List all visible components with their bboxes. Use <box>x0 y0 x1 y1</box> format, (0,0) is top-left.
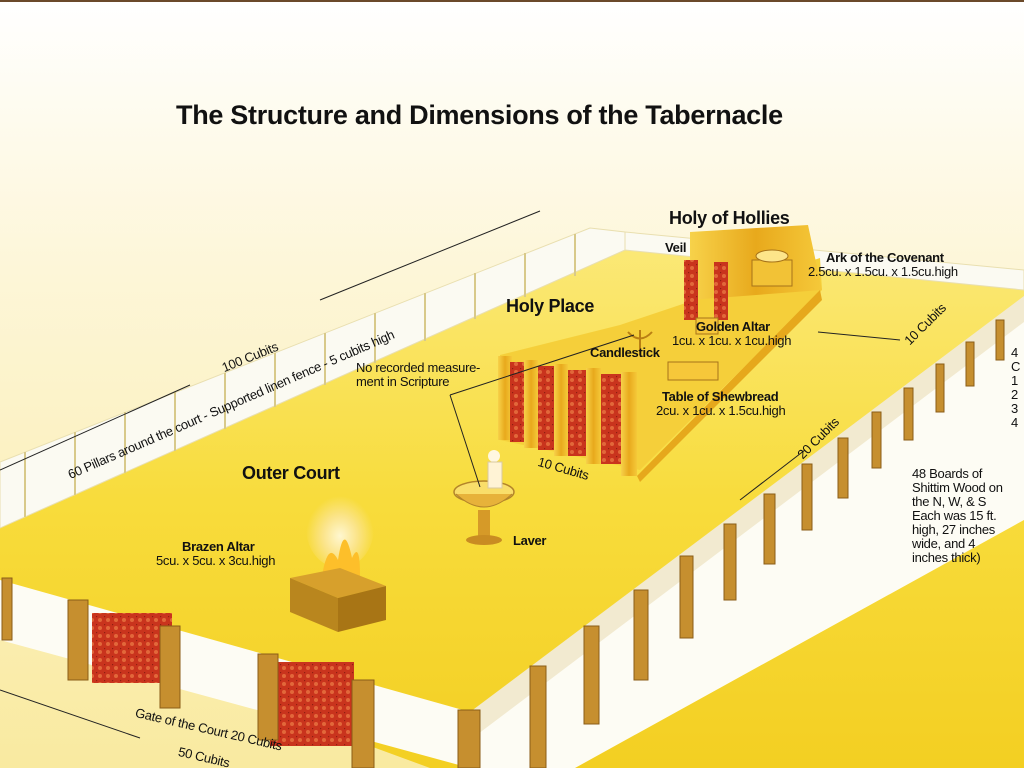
cutoff-line-5: 3 <box>1011 401 1018 416</box>
laver <box>453 450 515 545</box>
table-name: Table of Shewbread <box>662 389 779 404</box>
ark-of-covenant <box>751 249 793 287</box>
gate-curtain-left <box>92 613 172 683</box>
golden-altar-dims: 1cu. x 1cu. x 1cu.high <box>672 333 792 348</box>
front-pillars <box>1 577 481 768</box>
holy-place-label: Holy Place <box>506 296 595 316</box>
boards-line-2: Shittim Wood on <box>912 480 1003 495</box>
candlestick-label: Candlestick <box>590 345 660 360</box>
golden-altar-label: Golden Altar 1cu. x 1cu. x 1cu.high <box>672 320 791 348</box>
cutoff-line-6: 4 <box>1011 415 1018 430</box>
brazen-altar-dims: 5cu. x 5cu. x 3cu.high <box>156 553 276 568</box>
cutoff-line-1: 4 <box>1011 345 1018 360</box>
boards-line-4: Each was 15 ft. <box>912 508 997 523</box>
ark-dims: 2.5cu. x 1.5cu. x 1.5cu.high <box>808 264 958 279</box>
holy-of-holies-label: Holy of Hollies <box>669 208 790 228</box>
golden-altar <box>695 317 719 335</box>
laver-label: Laver <box>513 533 547 548</box>
outer-court-label: Outer Court <box>242 463 340 483</box>
boards-line-3: the N, W, & S <box>912 494 987 509</box>
candlestick <box>627 330 653 355</box>
gate-curtain-right <box>270 662 354 746</box>
cutoff-note: 4 C 1 2 3 4 <box>1011 346 1020 430</box>
boards-line-6: wide, and 4 <box>912 536 976 551</box>
brazen-altar-name: Brazen Altar <box>182 539 255 554</box>
cutoff-line-2: C <box>1011 359 1021 374</box>
boards-line-7: inches thick) <box>912 550 981 565</box>
brazen-altar <box>290 488 386 632</box>
cutoff-line-4: 2 <box>1011 387 1018 402</box>
fence-right-pillars <box>529 319 1005 768</box>
table-of-shewbread <box>667 361 719 381</box>
brazen-altar-label: Brazen Altar 5cu. x 5cu. x 3cu.high <box>156 540 275 568</box>
page-title: The Structure and Dimensions of the Tabe… <box>176 100 783 130</box>
dimension-lines <box>0 210 901 739</box>
veil-curtain-2 <box>714 262 728 320</box>
ark-label: Ark of the Covenant 2.5cu. x 1.5cu. x 1.… <box>808 251 958 279</box>
boards-line-1: 48 Boards of <box>912 466 983 481</box>
boards-line-5: high, 27 inches <box>912 522 995 537</box>
holy-place-pillars <box>498 356 637 476</box>
ark-name: Ark of the Covenant <box>826 250 944 265</box>
table-dims: 2cu. x 1cu. x 1.5cu.high <box>656 403 786 418</box>
veil-curtain-1 <box>684 260 698 320</box>
golden-altar-name: Golden Altar <box>696 319 770 334</box>
no-record-label: No recorded measure- ment in Scripture <box>356 361 480 389</box>
fence-right-top <box>470 296 1024 740</box>
boards-note: 48 Boards of Shittim Wood on the N, W, &… <box>912 467 1003 565</box>
holy-place-side-wall <box>637 290 822 482</box>
fence-left-pillars <box>24 234 576 517</box>
table-shewbread-label: Table of Shewbread 2cu. x 1cu. x 1.5cu.h… <box>656 389 786 418</box>
no-record-line-1: No recorded measure- <box>356 360 481 375</box>
veil-label: Veil <box>665 240 687 255</box>
cutoff-line-3: 1 <box>1011 373 1018 388</box>
top-border <box>0 0 1024 2</box>
no-record-line-2: ment in Scripture <box>356 374 450 389</box>
